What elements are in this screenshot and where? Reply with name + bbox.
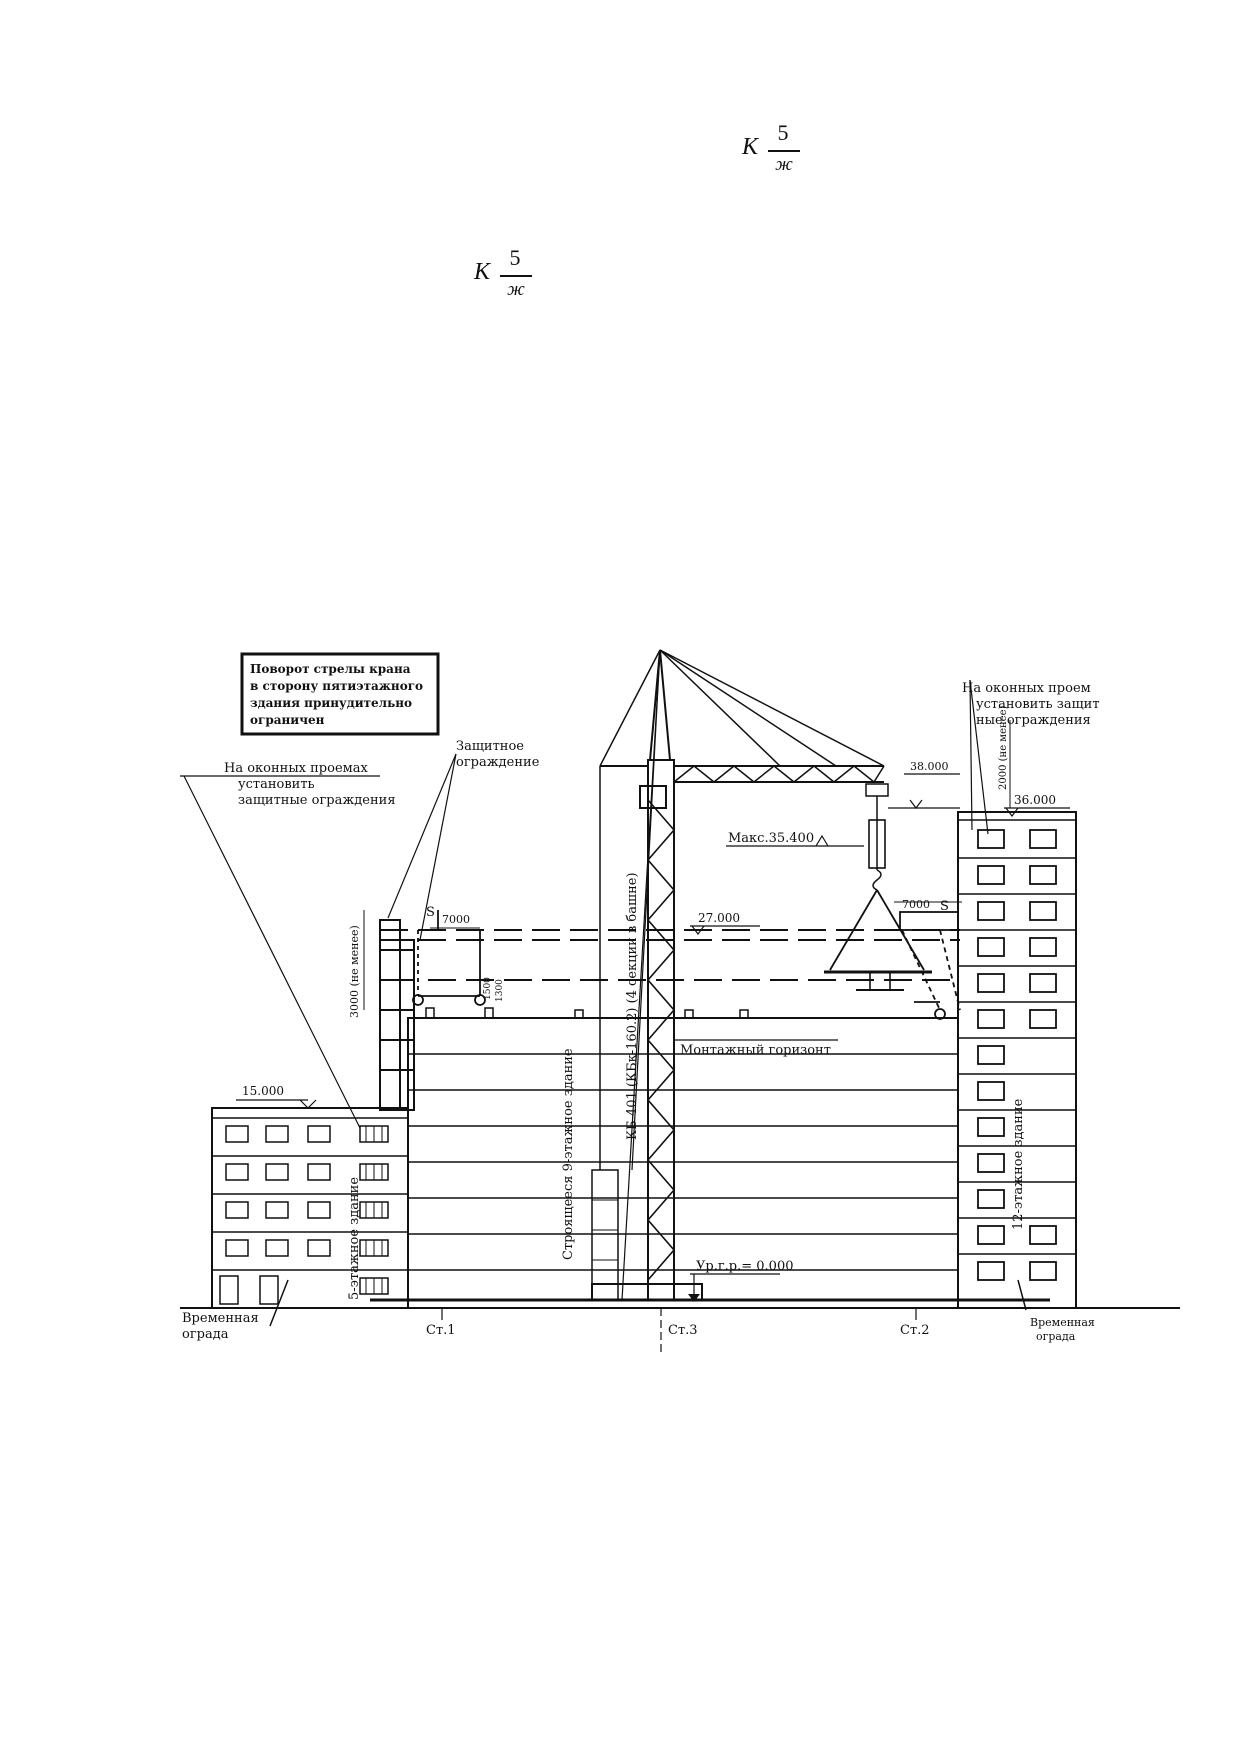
building-right-label: 12-этажное здание (1011, 1098, 1026, 1230)
twelve-storey-building: 12-этажное здание (957, 811, 1077, 1309)
axis-st2: Ст.2 (900, 1323, 930, 1338)
axis-st3: Ст.3 (668, 1323, 698, 1338)
dim-3000-left: 3000 (не менее) (348, 925, 361, 1018)
protective-fence-callout: Защитное ограждение (387, 739, 540, 941)
temp-fence-right-1: Временная (1030, 1316, 1095, 1329)
axis-st1: Ст.1 (426, 1323, 456, 1338)
max-height-marker: Макс.35.400 (726, 831, 864, 847)
axis-labels: Ст.1 Ст.3 Ст.2 (426, 1308, 930, 1352)
temp-fence-left-2: ограда (182, 1327, 229, 1342)
formula-numerator: 5 (777, 120, 789, 145)
ground-level-marker: Ур.г.р.= 0.000 (688, 1259, 794, 1302)
level-27-label: 27.000 (698, 911, 740, 925)
dim-7000-right: 7000 (902, 898, 930, 911)
s-marker-right: S (940, 899, 949, 914)
dim-7000-left: 7000 (442, 913, 470, 926)
formula-denominator: ж (507, 279, 525, 300)
formula-letter: K (742, 134, 759, 160)
building-center-label: Строящееся 9-этажное здание (561, 1048, 576, 1260)
left-callout-line-2: установить (238, 777, 315, 792)
note-line-3: здания принудительно (250, 696, 412, 710)
height-limit-lines (380, 929, 960, 981)
construction-site-drawing: Поворот стрелы крана в сторону пятиэтажн… (180, 649, 1180, 1352)
fraction-bar (500, 275, 532, 277)
left-load-element (412, 910, 486, 1006)
formula-k-5-zh-1: K 5 ж (742, 120, 812, 184)
right-callout-line-2: установить защит (976, 697, 1100, 712)
fraction-bar (768, 150, 800, 152)
note-line-2: в сторону пятиэтажного (250, 679, 423, 693)
formula-letter: K (474, 259, 491, 285)
right-callout-line-1: На оконных проем (962, 681, 1091, 696)
nine-storey-building: Строящееся 9-этажное здание (407, 1007, 959, 1309)
formula-k-5-zh-2: K 5 ж (474, 245, 544, 309)
temp-fence-left: Временная ограда (182, 1279, 289, 1342)
temp-fence-right: Временная ограда (1017, 1279, 1095, 1343)
level-15-marker: 15.000 (236, 1084, 317, 1109)
crane-label: КБ-401 (КБк-160.2) (4 секции в башне) (625, 872, 640, 1140)
left-callout-line-3: защитные ограждения (238, 793, 396, 808)
s-marker-left: S (426, 905, 435, 920)
level-38-label: 38.000 (910, 760, 949, 773)
level-36-marker: 36.000 (1004, 793, 1070, 817)
small-dim-1500: 1500 (483, 977, 493, 1000)
level-15-label: 15.000 (242, 1084, 284, 1098)
level-36-label: 36.000 (1014, 793, 1056, 807)
max-height-label: Макс.35.400 (728, 831, 814, 846)
mounting-horizon-label: Монтажный горизонт (680, 1043, 831, 1058)
mounting-horizon: Монтажный горизонт (674, 1039, 838, 1058)
ground-level-label: Ур.г.р.= 0.000 (696, 1259, 794, 1274)
right-load-element (899, 911, 961, 1020)
formula-denominator: ж (775, 154, 793, 175)
left-windows-callout: На оконных проемах установить защитные о… (180, 761, 396, 1129)
protective-line-2: ограждение (456, 755, 540, 770)
small-dim-1300: 1300 (495, 979, 505, 1002)
building-left-label: 5-этажное здание (347, 1177, 362, 1300)
right-windows-callout: На оконных проем установить защит ные ог… (962, 679, 1100, 835)
temp-fence-left-1: Временная (182, 1311, 259, 1326)
protective-line-1: Защитное (456, 739, 524, 754)
formula-numerator: 5 (509, 245, 521, 270)
dim-2000-right: 2000 (не менее) (998, 706, 1009, 790)
left-callout-line-1: На оконных проемах (224, 761, 369, 776)
level-38-marker: 38.000 (888, 760, 960, 809)
temp-fence-right-2: ограда (1036, 1330, 1076, 1343)
right-callout-line-3: ные ограждения (976, 713, 1091, 728)
crane-restriction-note: Поворот стрелы крана в сторону пятиэтажн… (240, 652, 440, 736)
five-storey-building: 5-этажное здание (211, 1107, 409, 1309)
note-line-1: Поворот стрелы крана (250, 662, 411, 676)
note-line-4: ограничен (250, 713, 325, 727)
ground-line (180, 1298, 1180, 1309)
tower-crane (591, 649, 932, 1301)
level-27-marker: 27.000 (690, 911, 760, 935)
